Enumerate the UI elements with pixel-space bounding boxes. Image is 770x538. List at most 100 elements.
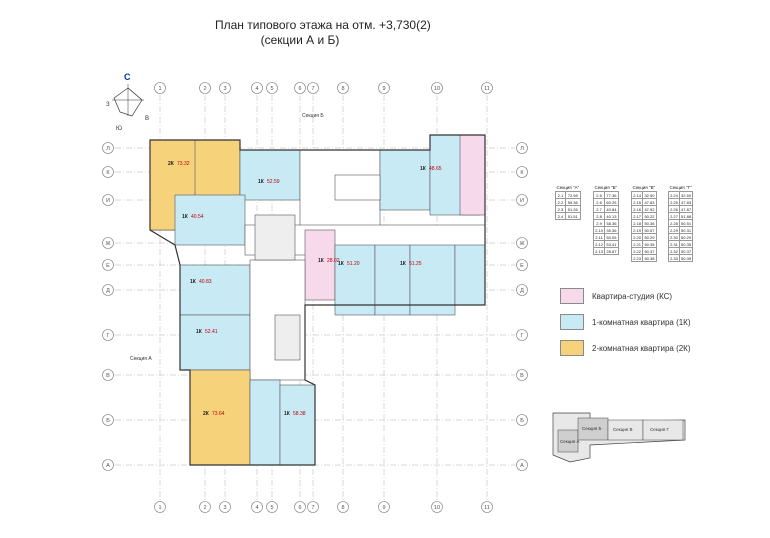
axis-bubble-left: Г	[102, 329, 114, 341]
axis-label: Л	[106, 146, 110, 152]
apartment-area: 52.59	[267, 179, 280, 185]
apartment-area: 50.31	[678, 226, 694, 234]
axis-label: 1	[158, 86, 161, 92]
axis-label: 5	[270, 86, 273, 92]
axis-bubble-left: А	[102, 459, 114, 471]
apartment-area: 50.05	[604, 233, 619, 241]
apartment-area: 73.32	[177, 161, 190, 167]
apartment-area: 53.41	[604, 240, 619, 248]
apartment-area: 47.83	[642, 198, 657, 206]
axis-label: 8	[341, 505, 344, 511]
axis-bubble-bottom: 11	[481, 501, 493, 513]
apartment-area: 47.83	[678, 198, 694, 206]
apartment-area: 48.65	[429, 166, 442, 172]
axis-bubble-bottom: 10	[431, 501, 443, 513]
apartment-type: 1К	[284, 411, 291, 417]
apartment-type: 1К	[182, 214, 189, 220]
section-a-label: Секция А	[130, 356, 152, 362]
axis-label: 1	[158, 505, 161, 511]
axis-label: 9	[382, 86, 385, 92]
axis-bubble-top: 11	[481, 82, 493, 94]
apartment-number: 2.12	[592, 240, 606, 248]
axis-bubble-right: И	[516, 194, 528, 206]
apartment-area: 50.38	[642, 254, 657, 262]
apartment-type: 1К	[420, 166, 427, 172]
building-outline	[149, 134, 486, 466]
axis-label: 3	[223, 505, 226, 511]
axis-label: 4	[255, 86, 258, 92]
apartment-area: 50.37	[678, 247, 694, 255]
table-title: Секция "Г"	[669, 184, 692, 190]
apartment-number: 2.19	[630, 226, 644, 234]
apartment-number: 2.10	[592, 226, 606, 234]
apartment-area: 50.37	[642, 247, 657, 255]
legend-swatch	[560, 288, 584, 304]
section-b-label: Секция Б	[302, 113, 324, 119]
axis-label: Е	[106, 263, 110, 269]
axis-bubble-top: 8	[337, 82, 349, 94]
axis-bubble-bottom: 7	[307, 501, 319, 513]
axis-bubble-right: Д	[516, 284, 528, 296]
axis-label: 10	[434, 505, 440, 511]
apartment-number: 2.3	[555, 205, 566, 213]
axis-bubble-right: В	[516, 369, 528, 381]
apartment-area: 40.84	[604, 205, 619, 213]
apartment-area: 73.64	[212, 411, 225, 417]
axis-bubble-left: Ж	[102, 237, 114, 249]
axis-label: В	[520, 373, 524, 379]
apartment-area: 50.36	[642, 219, 657, 227]
legend-swatch	[560, 340, 584, 356]
key-plan-section-b: Секция Б	[582, 426, 601, 431]
axis-label: А	[520, 463, 524, 469]
apartment-area: 51.25	[409, 261, 422, 267]
axis-label: В	[106, 373, 110, 379]
compass-south: Ю	[116, 126, 122, 132]
axis-label: 7	[311, 505, 314, 511]
axis-bubble-left: Е	[102, 259, 114, 271]
apartment-number: 2.1	[555, 191, 566, 199]
apartment-number: 2.24	[668, 191, 680, 199]
title-line-1: План типового этажа на отм. +3,730(2)	[215, 18, 431, 32]
apartment-area: 51.88	[678, 212, 694, 220]
title-line-2: (секции А и Б)	[260, 33, 340, 47]
compass-north: С	[124, 72, 131, 82]
compass-west: З	[106, 102, 110, 108]
apartment-type: 1К	[338, 261, 345, 267]
axis-bubble-bottom: 6	[294, 501, 306, 513]
apartment-number: 2.32	[668, 247, 680, 255]
axis-bubble-top: 1	[154, 82, 166, 94]
apartment-number: 2.6	[592, 198, 606, 206]
axis-label: 10	[434, 86, 440, 92]
axis-label: Ж	[105, 241, 110, 247]
axis-bubble-bottom: 4	[251, 501, 263, 513]
axis-label: А	[106, 463, 110, 469]
apartment-area: 50.22	[642, 212, 657, 220]
axis-bubble-top: 4	[251, 82, 263, 94]
axis-label: 8	[341, 86, 344, 92]
legend-label: 2-комнатная квартира (2К)	[592, 343, 691, 353]
axis-label: 2	[203, 505, 206, 511]
apartment-area: 50.39	[678, 254, 694, 262]
apartment-area: 72.98	[564, 191, 581, 199]
apartment-type: 1К	[318, 258, 325, 264]
apartment-area: 40.54	[191, 214, 204, 220]
axis-bubble-left: Д	[102, 284, 114, 296]
